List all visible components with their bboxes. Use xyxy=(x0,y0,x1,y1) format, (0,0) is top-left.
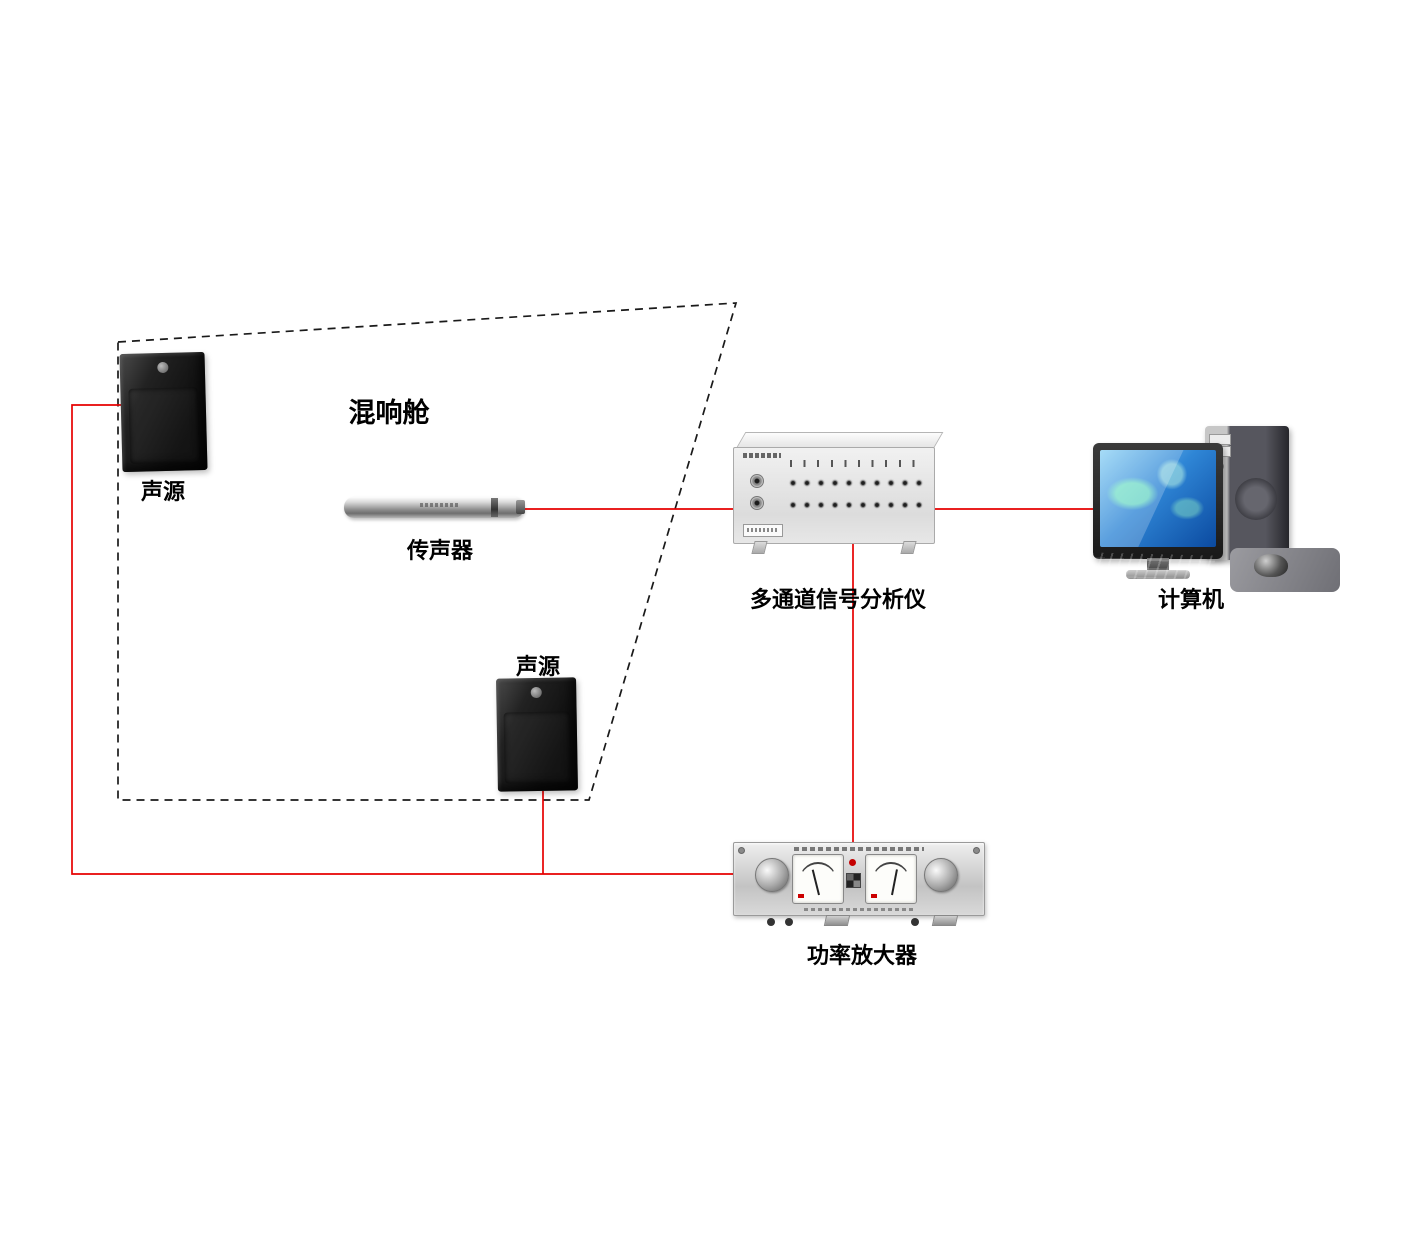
speaker-top-label: 声源 xyxy=(140,480,186,505)
speaker-grille xyxy=(504,711,571,783)
analyzer-channel-connectors xyxy=(786,472,926,518)
screw-icon xyxy=(973,847,980,854)
multichannel-analyzer-icon xyxy=(733,432,944,554)
computer-label: 计算机 xyxy=(1157,588,1225,613)
speaker-logo-icon xyxy=(530,686,542,699)
meter-scale xyxy=(798,862,838,884)
analyzer-channel-switches xyxy=(790,460,926,467)
analyzer-label-plate xyxy=(743,524,783,537)
meter-red-mark xyxy=(798,894,804,898)
amplifier-maker-print xyxy=(804,908,914,911)
monitor-base xyxy=(1126,570,1190,579)
speaker-bottom-label: 声源 xyxy=(515,655,561,680)
microphone-band xyxy=(491,498,498,517)
microphone-label: 传声器 xyxy=(406,539,474,564)
amplifier-foot xyxy=(823,915,851,926)
wire-speaker-top-to-amplifier xyxy=(71,404,736,875)
microphone-body xyxy=(344,497,524,518)
monitor-screen xyxy=(1100,450,1216,547)
monitor-stand xyxy=(1147,558,1169,571)
loudspeaker-bottom-icon xyxy=(496,677,578,792)
meter-red-mark xyxy=(871,894,877,898)
amplifier-front-panel xyxy=(733,842,985,916)
microphone-connector xyxy=(516,500,525,514)
vu-meter-right xyxy=(865,854,917,904)
analyzer-brand-mark xyxy=(743,453,781,458)
input-terminal xyxy=(785,918,793,926)
meter-scale xyxy=(871,862,911,884)
microphone-print xyxy=(419,503,460,507)
speaker-logo-icon xyxy=(156,361,168,374)
loudspeaker-top-icon xyxy=(119,351,208,473)
output-terminal xyxy=(911,918,919,926)
analyzer-label: 多通道信号分析仪 xyxy=(749,588,927,613)
analyzer-foot xyxy=(900,541,917,554)
serial-sticker xyxy=(846,873,861,888)
chamber-label: 混响舱 xyxy=(348,398,430,429)
analyzer-front-panel xyxy=(733,447,935,544)
computer-monitor xyxy=(1093,443,1223,579)
gain-knob-left xyxy=(755,858,789,892)
mouse-icon xyxy=(1254,554,1288,577)
input-terminal xyxy=(767,918,775,926)
bnc-connector-icon xyxy=(750,474,764,488)
bnc-connector-icon xyxy=(750,496,764,510)
tower-fan-grille xyxy=(1235,478,1277,520)
indicator-led xyxy=(849,859,856,866)
amplifier-foot xyxy=(931,915,959,926)
desktop-computer-icon xyxy=(1078,424,1340,594)
screw-icon xyxy=(738,847,745,854)
power-amplifier-icon xyxy=(733,842,985,926)
amplifier-label: 功率放大器 xyxy=(806,944,918,969)
analyzer-foot xyxy=(751,541,768,554)
vu-meter-left xyxy=(792,854,844,904)
microphone-icon xyxy=(344,497,525,518)
gain-knob-right xyxy=(924,858,958,892)
speaker-grille xyxy=(128,387,200,463)
chamber-outline xyxy=(117,302,738,801)
amplifier-model-print xyxy=(794,847,924,851)
